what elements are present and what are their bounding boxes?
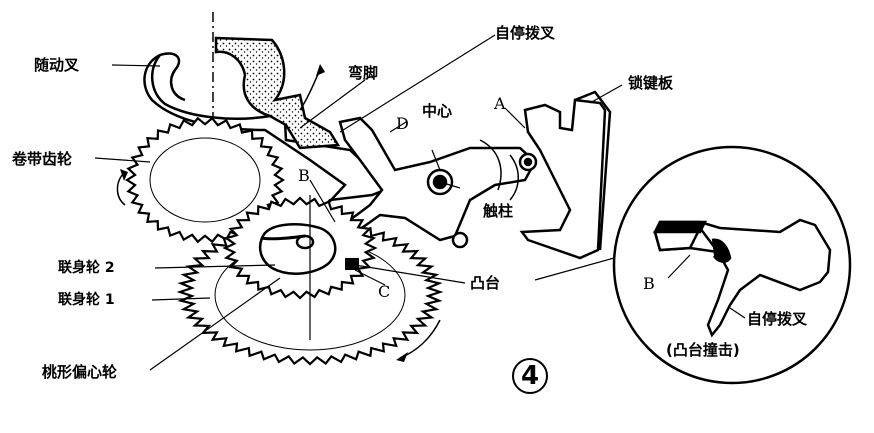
label-take-up-gear: 卷带齿轮 (12, 150, 73, 168)
follower-fork (143, 36, 393, 213)
figure-number: 4 (520, 361, 540, 391)
label-elbow: 弯脚 (348, 64, 379, 82)
label-linked-wheel-1: 联身轮 1 (58, 292, 115, 308)
peach-cam (258, 223, 337, 275)
lock-key-plate (519, 90, 612, 260)
rotation-arrow-top (299, 69, 321, 111)
label-center: 中心 (422, 102, 453, 120)
label-inset-auto-stop-fork: 自停拨叉 (747, 310, 808, 328)
label-boss: 凸台 (470, 274, 501, 292)
leader-lines (94, 34, 651, 371)
label-auto-stop-fork: 自停拨叉 (495, 24, 556, 42)
boss-block (345, 258, 359, 270)
label-peach-cam: 桃形偏心轮 (42, 363, 118, 381)
label-lock-key-plate: 锁键板 (628, 74, 674, 92)
figure-number-circle (512, 358, 548, 394)
label-follower-fork: 随动叉 (34, 56, 80, 74)
inset-detail (612, 145, 852, 385)
label-inset-letter-b: B (643, 274, 655, 293)
label-inset-caption: (凸台撞击) (666, 341, 740, 359)
label-letter-a: A (494, 94, 506, 113)
label-letter-b: B (298, 166, 310, 185)
label-linked-wheel-2: 联身轮 2 (58, 260, 115, 276)
label-contact-post: 触柱 (483, 202, 514, 220)
label-letter-d: D (396, 114, 409, 133)
auto-stop-fork (327, 116, 538, 249)
label-letter-c: C (378, 282, 391, 301)
